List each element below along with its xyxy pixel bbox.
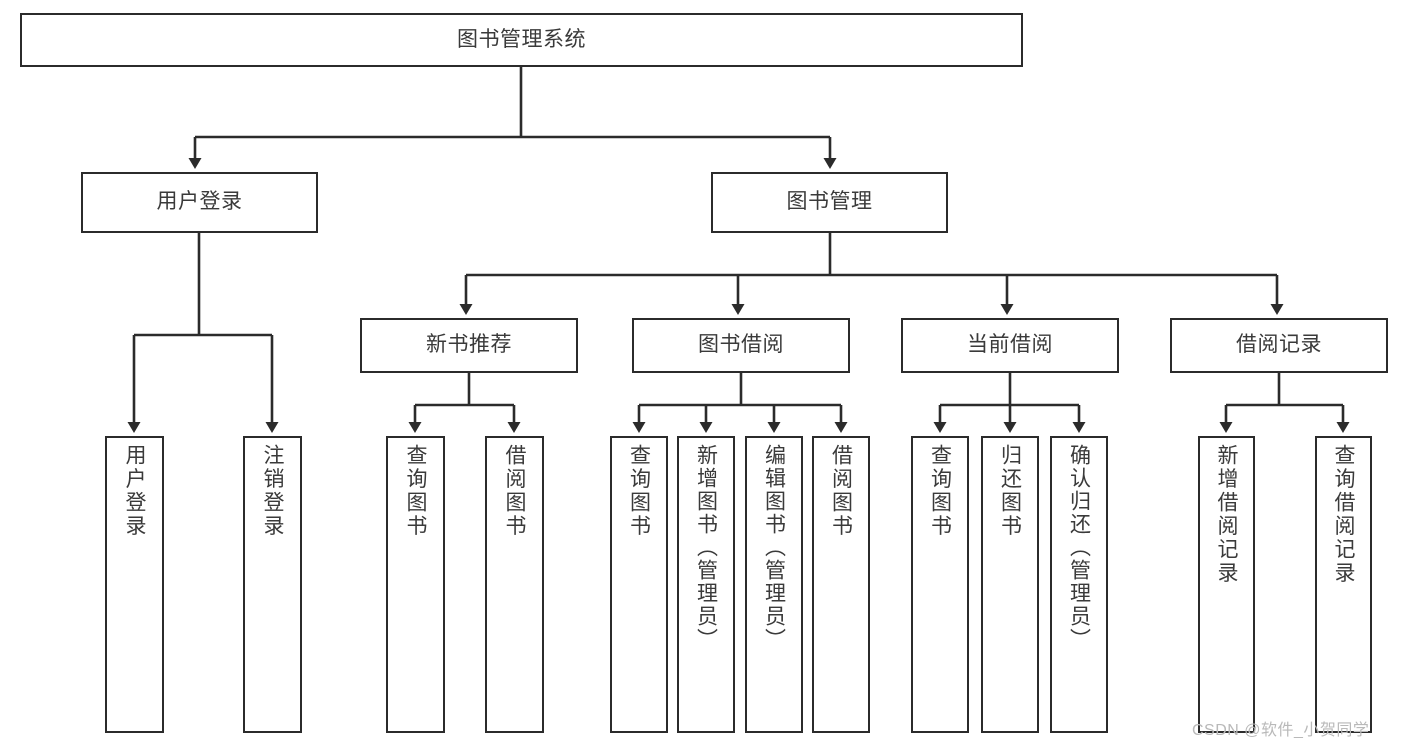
leaf-node-label: 借阅图书 — [829, 444, 853, 538]
leaf-node-label: 用户登录 — [123, 444, 146, 538]
leaf-node[interactable]: 借阅图书 — [812, 436, 870, 733]
leaf-node-label: 归还图书 — [998, 444, 1022, 538]
node-book-management-label: 图书管理 — [786, 190, 873, 214]
leaf-node[interactable]: 借阅图书 — [485, 436, 544, 733]
leaf-node[interactable]: 确认归还（管理员） — [1050, 436, 1108, 733]
node-book-borrow[interactable]: 图书借阅 — [632, 318, 850, 373]
leaf-node[interactable]: 新增图书（管理员） — [677, 436, 735, 733]
leaf-node-label: 借阅图书 — [503, 444, 526, 538]
leaf-node-label: 查询图书 — [404, 444, 427, 538]
node-book-management[interactable]: 图书管理 — [711, 172, 948, 233]
node-root-label: 图书管理系统 — [457, 27, 586, 51]
node-borrow-record-label: 借阅记录 — [1236, 333, 1322, 357]
leaf-node[interactable]: 新增借阅记录 — [1198, 436, 1255, 733]
leaf-node-label: 查询图书 — [627, 444, 651, 538]
leaf-node[interactable]: 归还图书 — [981, 436, 1039, 733]
leaf-node-label: 新增图书（管理员） — [694, 444, 718, 651]
leaf-node-label: 编辑图书（管理员） — [762, 444, 786, 651]
leaf-node-label: 注销登录 — [261, 444, 284, 538]
leaf-node-label: 确认归还（管理员） — [1067, 444, 1091, 651]
leaf-node-label: 查询图书 — [928, 444, 952, 538]
node-user-login[interactable]: 用户登录 — [81, 172, 318, 233]
leaf-node[interactable]: 注销登录 — [243, 436, 302, 733]
leaf-node[interactable]: 用户登录 — [105, 436, 164, 733]
node-user-login-label: 用户登录 — [156, 190, 243, 214]
leaf-node-label: 查询借阅记录 — [1332, 444, 1355, 585]
leaf-node[interactable]: 编辑图书（管理员） — [745, 436, 803, 733]
node-current-borrow-label: 当前借阅 — [967, 333, 1053, 357]
node-root[interactable]: 图书管理系统 — [20, 13, 1023, 67]
leaf-node-label: 新增借阅记录 — [1215, 444, 1238, 585]
node-book-borrow-label: 图书借阅 — [698, 333, 784, 357]
leaf-node[interactable]: 查询借阅记录 — [1315, 436, 1372, 733]
node-current-borrow[interactable]: 当前借阅 — [901, 318, 1119, 373]
node-new-book-recommend[interactable]: 新书推荐 — [360, 318, 578, 373]
node-borrow-record[interactable]: 借阅记录 — [1170, 318, 1388, 373]
leaf-node[interactable]: 查询图书 — [610, 436, 668, 733]
leaf-node[interactable]: 查询图书 — [386, 436, 445, 733]
leaf-node[interactable]: 查询图书 — [911, 436, 969, 733]
node-new-book-recommend-label: 新书推荐 — [426, 333, 512, 357]
csdn-watermark: CSDN @软件_小贺同学 — [1192, 722, 1370, 739]
